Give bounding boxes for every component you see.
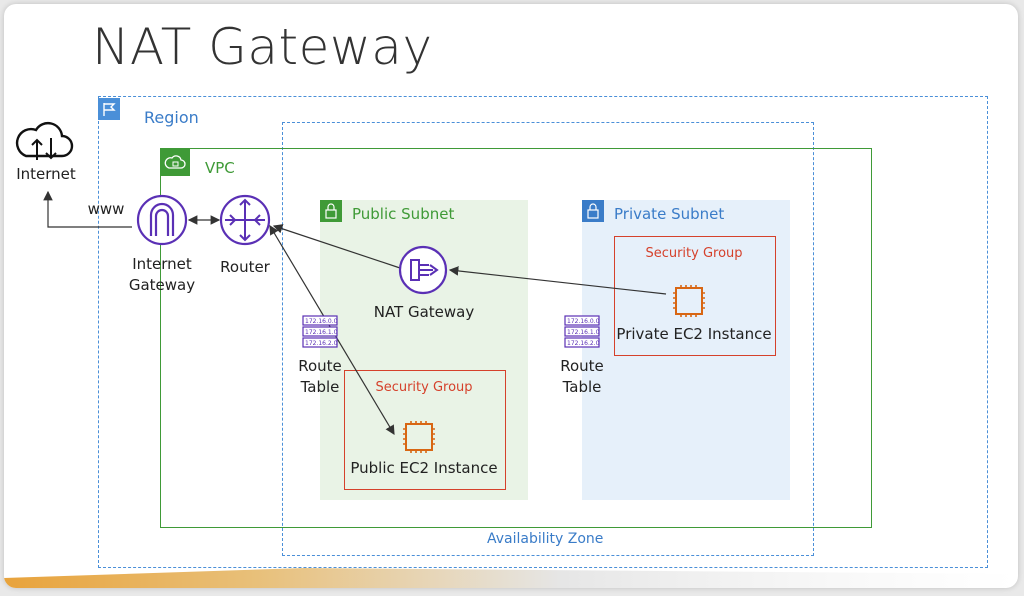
padlock-icon <box>582 200 604 222</box>
slide: NAT Gateway Region Availability Zone VPC… <box>4 4 1018 588</box>
internet-label: Internet <box>16 165 76 183</box>
vpc-label: VPC <box>205 159 235 177</box>
page-title: NAT Gateway <box>92 18 433 76</box>
route-table-label-line1: Route <box>298 357 342 375</box>
route-entry: 172.16.2.0 <box>567 340 600 347</box>
cloud-upload-download-icon <box>15 121 74 160</box>
route-table-label-line2: Table <box>562 378 602 396</box>
cloud-lock-icon <box>160 148 190 176</box>
footer-ribbon <box>4 568 1018 588</box>
private-ec2-label: Private EC2 Instance <box>616 325 772 343</box>
internet-gateway-label-line1: Internet <box>132 255 192 273</box>
private-subnet-label: Private Subnet <box>614 205 725 223</box>
private-subnet-area <box>582 200 790 500</box>
region-label: Region <box>144 108 199 127</box>
padlock-icon <box>320 200 342 222</box>
route-entry: 172.16.2.0 <box>305 340 338 347</box>
private-ec2-nat-link <box>448 266 667 295</box>
public-ec2-label: Public EC2 Instance <box>350 459 498 477</box>
chip-icon <box>403 421 435 453</box>
route-entry: 172.16.0.0 <box>305 318 338 325</box>
vpc-boundary <box>160 148 872 528</box>
router-label: Router <box>220 258 270 276</box>
public-security-group-label: Security Group <box>375 380 473 395</box>
route-entry: 172.16.1.0 <box>567 329 600 336</box>
route-table-label-line1: Route <box>560 357 604 375</box>
route-entry: 172.16.1.0 <box>305 329 338 336</box>
private-security-group-label: Security Group <box>645 246 743 261</box>
route-table-icon: 172.16.0.0 172.16.1.0 172.16.2.0 <box>302 315 338 348</box>
router-icon <box>219 194 271 246</box>
private-security-group <box>614 236 776 356</box>
diagram-canvas: 172.16.0.0 172.16.1.0 172.16.2.0 172.16.… <box>15 121 705 453</box>
nat-gateway-icon <box>398 245 448 295</box>
internet-gateway-icon <box>136 194 188 246</box>
chip-icon <box>673 285 705 317</box>
route-entry: 172.16.0.0 <box>567 318 600 325</box>
www-label: www <box>87 200 125 218</box>
internet-link-line <box>43 190 132 228</box>
nat-gateway-label: NAT Gateway <box>373 303 475 321</box>
internet-gateway-label-line2: Gateway <box>128 276 196 294</box>
nat-router-link <box>272 224 401 269</box>
availability-zone-label: Availability Zone <box>487 531 604 547</box>
route-table-icon: 172.16.0.0 172.16.1.0 172.16.2.0 <box>564 315 600 348</box>
flag-icon <box>98 98 120 120</box>
route-table-label-line2: Table <box>300 378 340 396</box>
public-subnet-label: Public Subnet <box>352 205 455 223</box>
region-boundary <box>98 96 988 568</box>
